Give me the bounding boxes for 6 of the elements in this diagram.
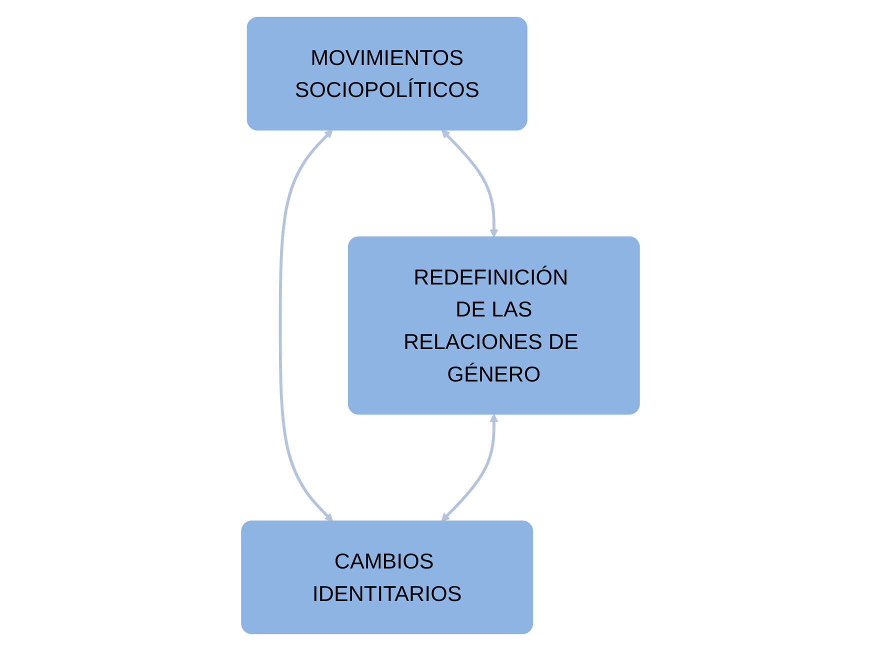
arrow [441, 129, 498, 238]
node-box: REDEFINICIÓN DE LAS RELACIONES DE GÉNERO [348, 236, 640, 415]
arrow [278, 129, 334, 522]
node-box: CAMBIOS IDENTITARIOS [241, 520, 534, 634]
node-box: MOVIMIENTOS SOCIOPOLÍTICOS [246, 16, 528, 131]
arrow [441, 414, 498, 522]
